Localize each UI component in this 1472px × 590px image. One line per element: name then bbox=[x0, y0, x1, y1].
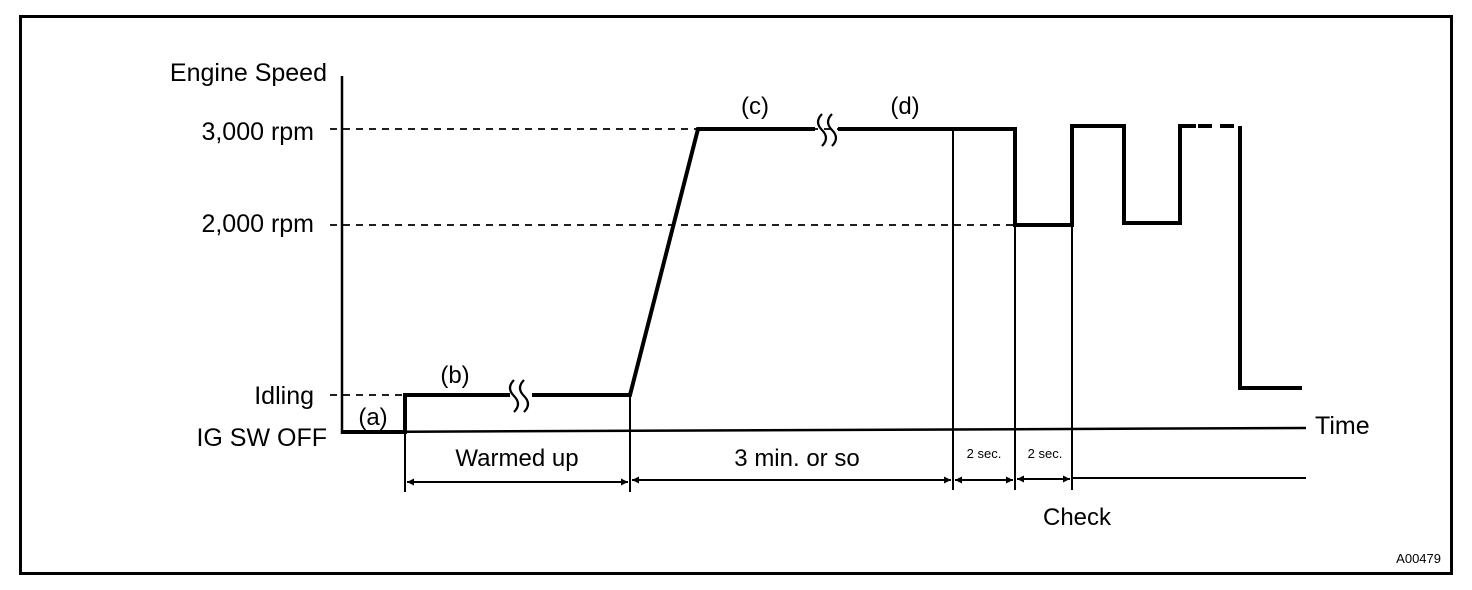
interval-label-check: Check bbox=[1043, 504, 1112, 531]
trace-segment-warm bbox=[532, 127, 815, 397]
level-label-2000-rpm: 2,000 rpm bbox=[201, 210, 314, 238]
interval-label-warmed-up: Warmed up bbox=[455, 445, 578, 472]
figure-code: A00479 bbox=[1396, 551, 1441, 566]
y-axis-title: Engine Speed bbox=[170, 59, 327, 87]
stage-label-c: (c) bbox=[741, 93, 769, 120]
trace-segment-hold bbox=[838, 124, 1196, 227]
interval-label-2-sec-1: 2 sec. bbox=[967, 446, 1002, 461]
trace-segment-final bbox=[1238, 126, 1302, 390]
stage-label-b: (b) bbox=[440, 362, 469, 389]
x-axis bbox=[341, 426, 1307, 434]
interval-label-3-min: 3 min. or so bbox=[734, 445, 859, 472]
level-label-idling: Idling bbox=[254, 382, 314, 410]
break-mark-c bbox=[816, 113, 838, 147]
diagram-frame bbox=[19, 15, 1453, 575]
interval-label-2-sec-2: 2 sec. bbox=[1028, 446, 1063, 461]
break-mark-b bbox=[508, 379, 530, 413]
stage-label-d: (d) bbox=[890, 93, 919, 120]
level-label-ig-sw-off: IG SW OFF bbox=[196, 424, 327, 452]
stage-label-a: (a) bbox=[358, 404, 387, 431]
x-axis-title: Time bbox=[1315, 412, 1370, 440]
trace-segment-idle bbox=[342, 393, 508, 434]
level-label-3000-rpm: 3,000 rpm bbox=[201, 118, 314, 146]
